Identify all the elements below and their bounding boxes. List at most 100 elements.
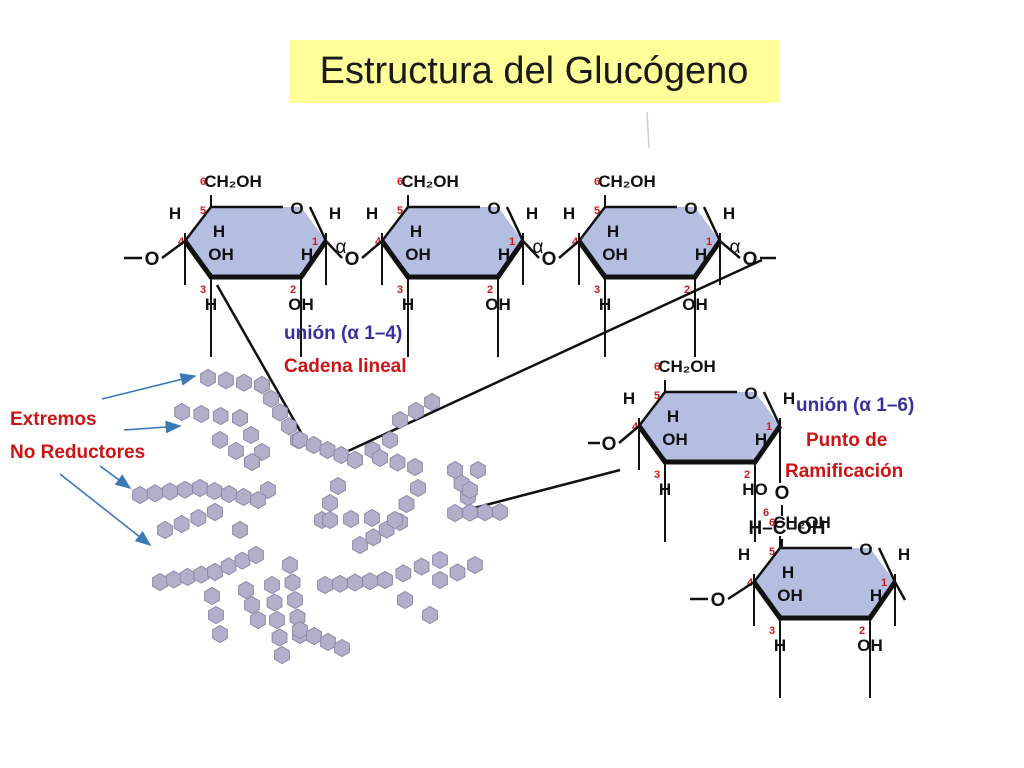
c3-h-label: H [402,295,414,314]
branch-left-oxygen: O [602,434,617,455]
glucose-bead [206,481,223,501]
glucose-bead [200,368,216,388]
glucose-bead [236,373,252,392]
c2-oh-label: OH [288,295,314,314]
glucose-bead [248,545,264,565]
glucose-bead [352,535,368,555]
glucose-bead [362,572,378,591]
ring-fill [754,548,895,618]
bridge-bond [558,240,580,259]
carbon-number: 5 [769,546,775,558]
glucose-bead [254,375,270,395]
glucose-bead [179,567,196,587]
glucose-bead [250,610,266,630]
ch2oh-label: CH₂OH [773,513,831,532]
glucose-bead [228,441,244,461]
glucose-bead [232,408,248,428]
c1-h-label: H [526,204,538,223]
ring-oxygen-label: O [684,199,697,218]
glucose-bead [221,484,237,504]
carbon-number: 1 [881,577,887,589]
alpha-label: α [533,237,544,258]
c4-h-inner-label: H [410,222,422,241]
ch2oh-label: CH₂OH [204,172,262,191]
carbon-number: 3 [769,625,775,637]
c2-h-label: H [301,245,313,264]
glucose-bead [174,402,190,422]
carbon-number: 1 [766,421,772,433]
glucose-bead [462,503,478,522]
glucose-bead [382,430,398,450]
glucose-bead [260,480,276,500]
divider-line [646,111,650,149]
glucose-bead [387,510,403,530]
glucose-bead [208,605,224,625]
glucose-bead [147,484,163,503]
glucose-bead [347,573,363,592]
alpha-label: α [336,237,347,258]
bridge-oxygen-label: O [542,249,557,270]
carbon-number: 2 [487,284,493,296]
glucose-bead [432,550,448,570]
glucose-bead [207,562,223,582]
glucose-bead [449,563,466,582]
carbon-number: 1 [312,236,318,248]
glucose-bead [177,480,193,499]
glucose-bead [292,430,308,450]
glucose-bead [305,435,322,455]
branch-point-label-1: Punto de [806,430,888,451]
carbon-number: 4 [632,421,639,433]
bridge-bond [361,240,383,259]
zoom-connector-line [345,258,763,454]
glucose-bead [395,564,412,583]
glucose-bead [365,528,382,547]
pointer-arrows [59,373,197,546]
glucose-bead [470,460,486,480]
page-title: Estructura del Glucógeno [319,50,749,92]
c3-h-label: H [599,295,611,314]
glucose-bead [244,595,260,615]
c2-ho-label: HO [742,480,768,499]
ring-oxygen-label: O [487,199,500,218]
glucose-bead [220,557,237,576]
carbon-number: 3 [594,284,600,296]
glucose-bead [212,624,228,644]
carbon-number: 2 [684,284,690,296]
glucose-bead [282,555,298,575]
glucose-bead [165,570,182,589]
carbon-number: 5 [594,205,600,217]
carbon-number: 4 [375,236,382,248]
glucose-bead [132,485,148,505]
ring-edge-right [762,391,782,427]
carbon-number: 6 [769,517,775,529]
c4-h-label: H [563,204,575,223]
glucose-bead [334,638,350,658]
c4-h-label: H [169,204,181,223]
glucose-bead [322,510,338,530]
ch2oh-label: CH₂OH [401,172,459,191]
glucose-bead [389,453,406,472]
glucose-bead [212,430,228,450]
glucose-bead [292,620,308,640]
glucose-bead [271,628,288,647]
glucose-bead [263,389,279,408]
c2-oh-label: OH [857,636,883,655]
carbon-number: 2 [744,469,750,481]
c1-h-label: H [329,204,341,223]
glycosidic-oxygen: O [124,249,159,270]
ring-oxygen-label: O [744,384,757,403]
glucose-bead [173,514,190,534]
ring-edge-bottom [636,424,783,465]
glucose-bead [190,508,207,528]
carbon-number: 2 [290,284,296,296]
glucose-bead [477,503,493,522]
glucose-bead [462,480,478,500]
c2-h-label: H [695,245,707,264]
zoom-connector-line [215,284,309,444]
carbon-number: 4 [572,236,579,248]
c4-h-label: H [623,389,635,408]
c2-oh-label: OH [485,295,511,314]
glucose-bead [234,551,251,570]
